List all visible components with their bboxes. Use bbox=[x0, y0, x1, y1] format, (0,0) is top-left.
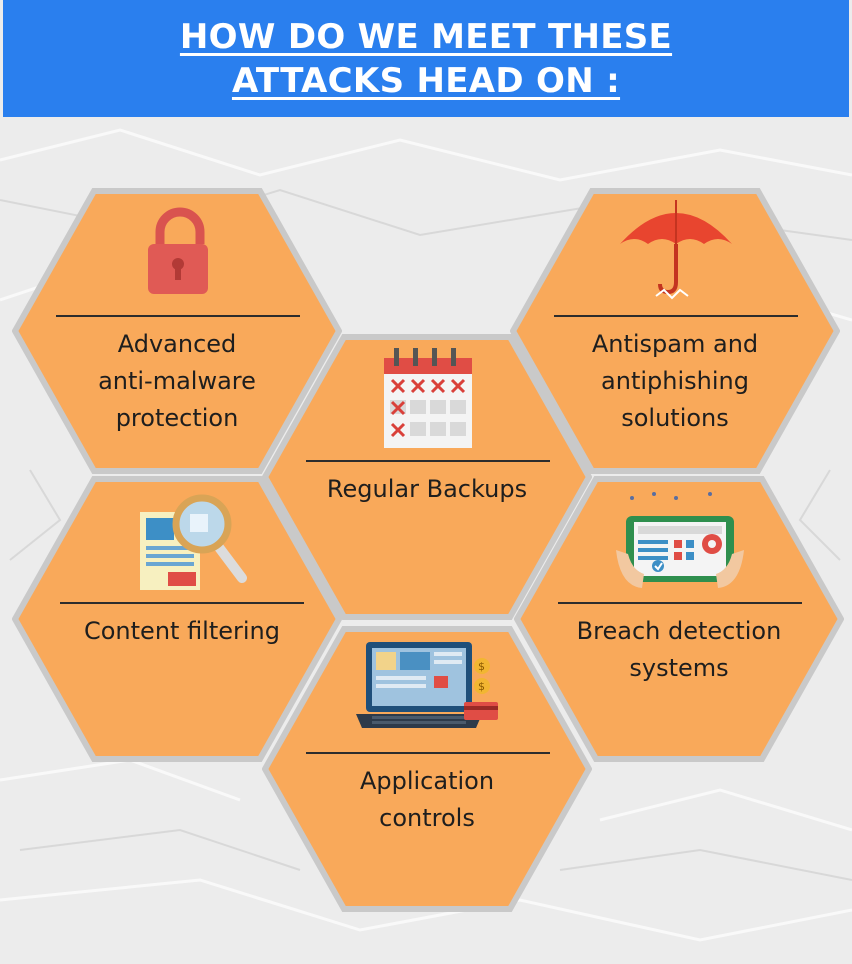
hex-label-breach-detection: Breach detection systems bbox=[534, 613, 824, 687]
label-line: Antispam and bbox=[591, 330, 759, 358]
hex-anti-malware: Advanced anti-malware protection bbox=[12, 188, 342, 474]
laptop-icon: $ $ bbox=[356, 642, 498, 728]
hex-backups: Regular Backups bbox=[262, 334, 592, 620]
umbrella-icon bbox=[620, 200, 732, 300]
calendar-icon bbox=[384, 348, 472, 448]
hexagon-shape bbox=[12, 188, 342, 474]
hexagon-shape bbox=[12, 476, 342, 762]
hex-label-anti-malware: Advanced anti-malware protection bbox=[32, 326, 322, 437]
hexagon-shape bbox=[510, 188, 840, 474]
tablet-dashboard-icon bbox=[616, 492, 744, 588]
label-line: solutions bbox=[621, 404, 729, 432]
label-line: Regular Backups bbox=[326, 475, 528, 503]
hex-label-antispam: Antispam and antiphishing solutions bbox=[530, 326, 820, 437]
label-line: anti-malware bbox=[98, 367, 256, 395]
label-line: Breach detection bbox=[576, 617, 782, 645]
hex-divider bbox=[60, 602, 304, 604]
hex-antispam: Antispam and antiphishing solutions bbox=[510, 188, 840, 474]
label-line: systems bbox=[629, 654, 729, 682]
label-line: Application bbox=[359, 767, 495, 795]
hex-divider bbox=[306, 752, 550, 754]
hexagon-shape bbox=[262, 334, 592, 620]
header-title-line-1: HOW DO WE MEET THESE bbox=[179, 16, 673, 57]
label-line: antiphishing bbox=[601, 367, 749, 395]
hex-divider bbox=[558, 602, 802, 604]
hex-label-content-filtering: Content filtering bbox=[22, 613, 342, 650]
padlock-icon bbox=[148, 207, 208, 294]
hex-application-controls: $ $ Application controls bbox=[262, 626, 592, 912]
header-title-line-2: ATTACKS HEAD ON : bbox=[231, 60, 621, 101]
svg-text:$: $ bbox=[478, 660, 485, 673]
hex-label-backups: Regular Backups bbox=[282, 471, 572, 508]
magnifier-document-icon bbox=[140, 494, 247, 590]
hexagon-shape bbox=[514, 476, 844, 762]
label-line: Content filtering bbox=[83, 617, 281, 645]
label-line: Advanced bbox=[117, 330, 237, 358]
hex-content-filtering: Content filtering bbox=[12, 476, 342, 762]
svg-text:$: $ bbox=[478, 680, 485, 693]
hex-breach-detection: Breach detection systems bbox=[514, 476, 844, 762]
hex-divider bbox=[554, 315, 798, 317]
label-line: protection bbox=[115, 404, 239, 432]
label-line: controls bbox=[379, 804, 475, 832]
hexagon-shape bbox=[262, 626, 592, 912]
hex-label-application-controls: Application controls bbox=[282, 763, 572, 837]
header-banner: HOW DO WE MEET THESE ATTACKS HEAD ON : bbox=[3, 0, 849, 117]
hex-divider bbox=[306, 460, 550, 462]
hex-divider bbox=[56, 315, 300, 317]
